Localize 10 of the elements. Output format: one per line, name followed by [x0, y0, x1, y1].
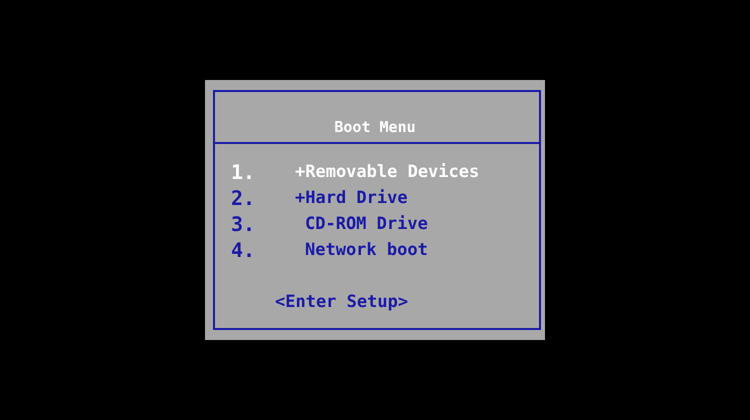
menu-option: +Removable Devices — [295, 162, 480, 182]
setup-option: <Enter Setup> — [275, 292, 408, 312]
menu-number: 3. — [231, 212, 256, 236]
menu-number: 1. — [231, 160, 256, 184]
menu-number: 2. — [231, 186, 256, 210]
menu-number: 4. — [231, 238, 256, 262]
menu-option: CD-ROM Drive — [305, 214, 428, 234]
menu-option: Network boot — [305, 240, 428, 260]
menu-title: Boot Menu — [333, 118, 417, 136]
menu-option: +Hard Drive — [295, 188, 408, 208]
